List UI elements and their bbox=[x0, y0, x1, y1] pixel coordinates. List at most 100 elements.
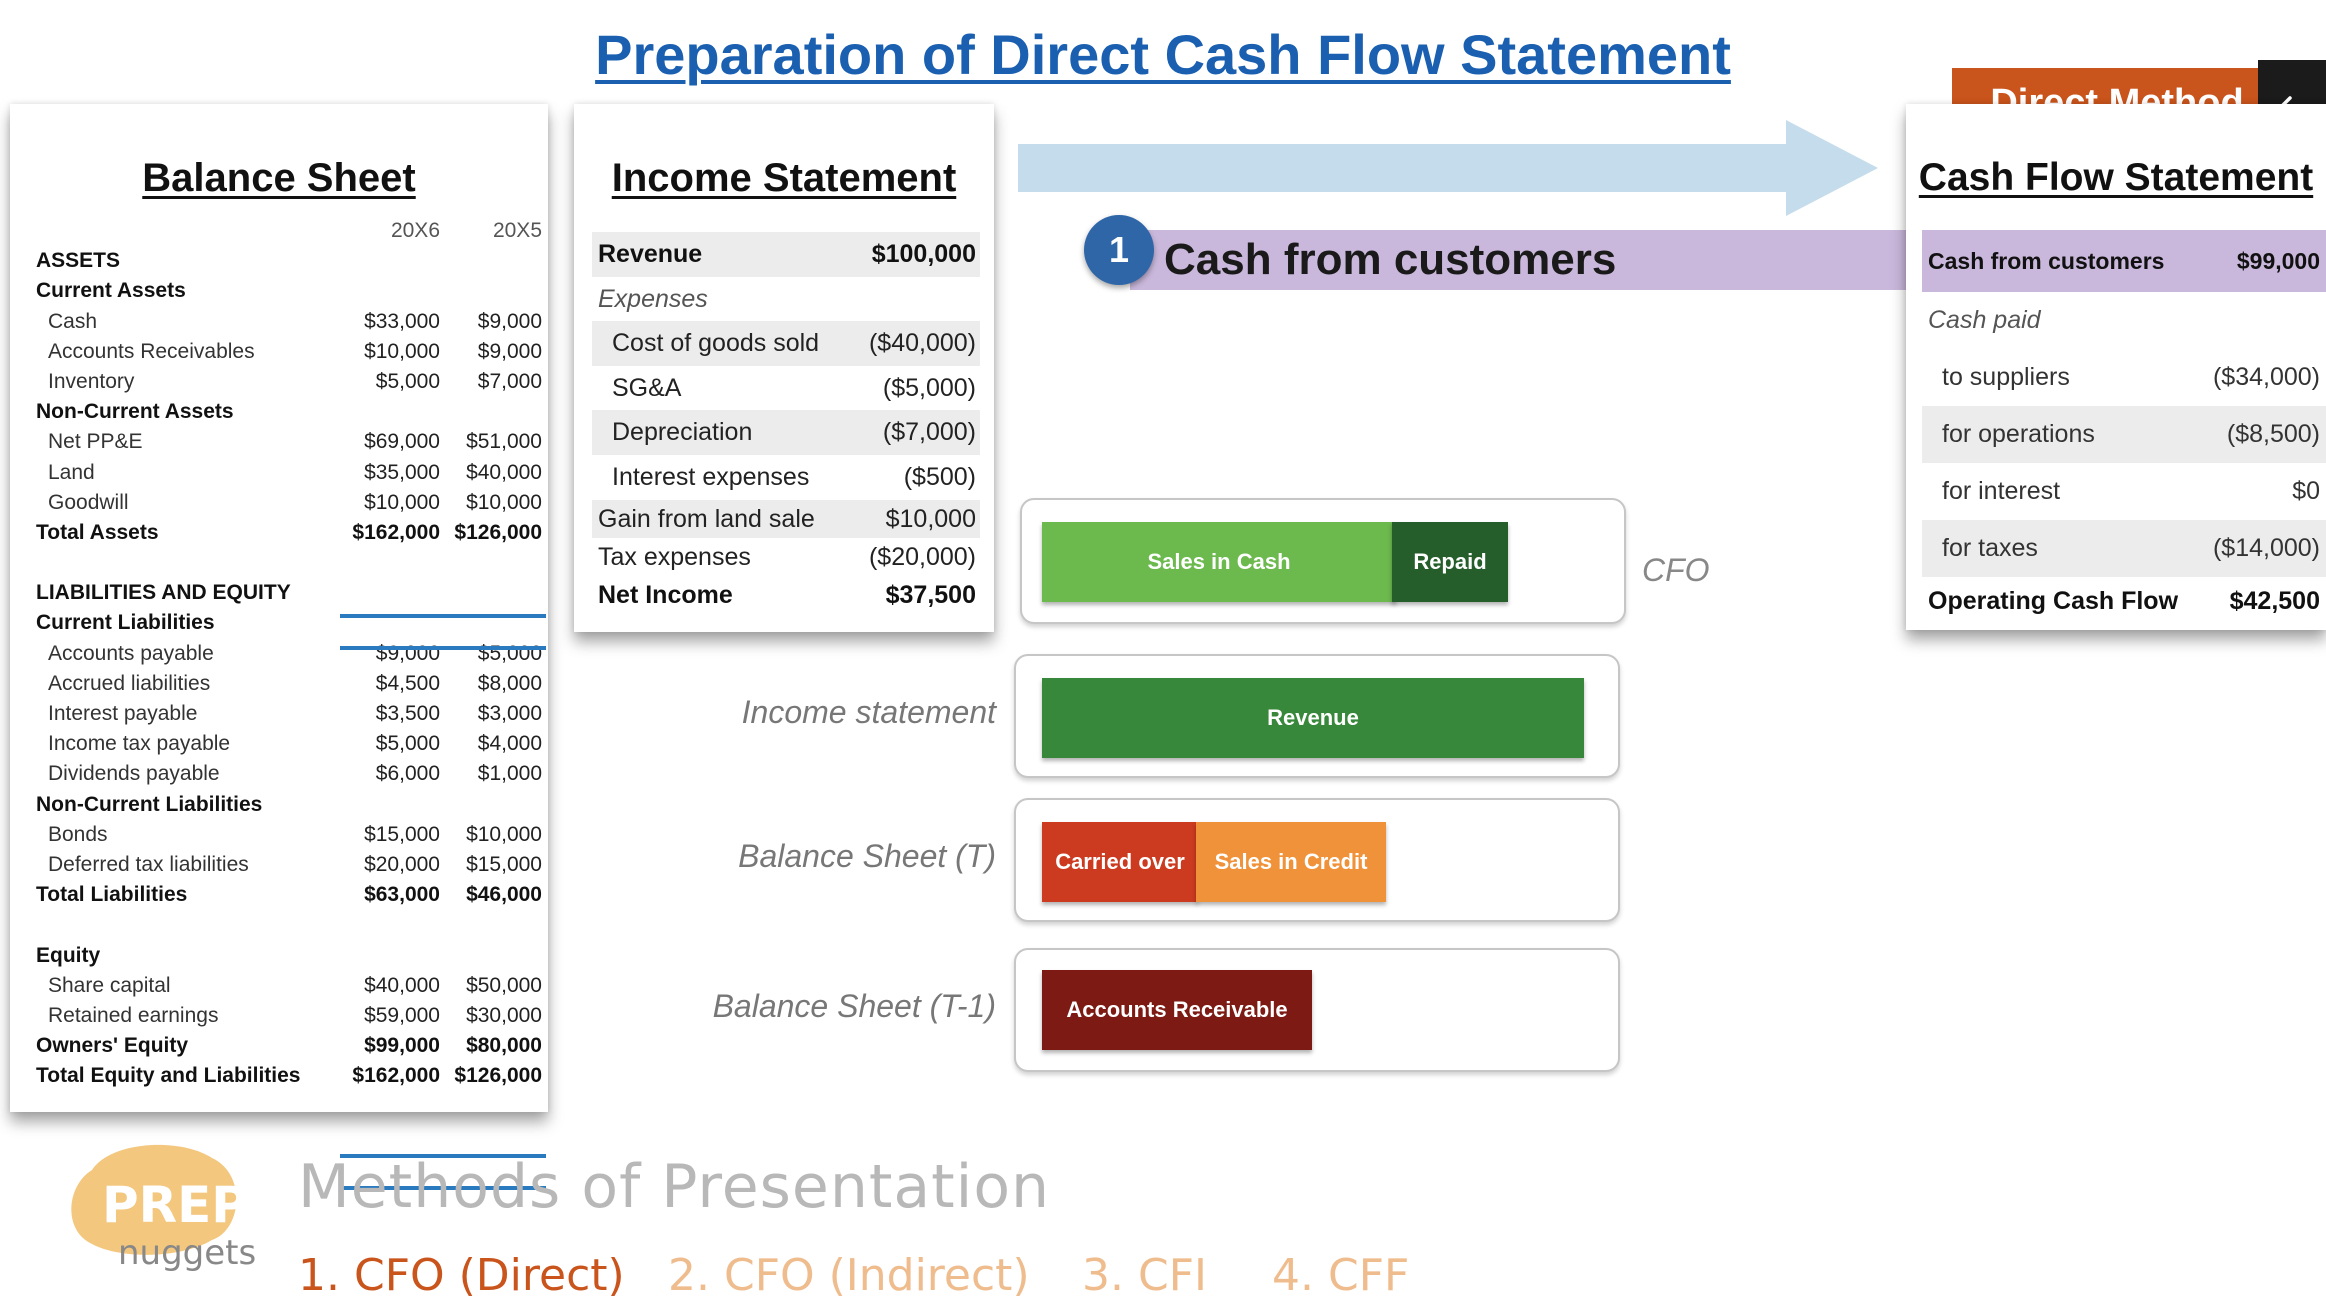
balance-sheet-value-20x6: $5,000 bbox=[375, 369, 440, 393]
total-assets-underline bbox=[340, 646, 546, 650]
balance-sheet-row: Accrued liabilities$4,500$8,000 bbox=[26, 669, 548, 699]
balance-sheet-row-label: Total Liabilities bbox=[36, 883, 188, 907]
balance-sheet-row: Deferred tax liabilities$20,000$15,000 bbox=[26, 850, 548, 880]
balance-sheet-row-label: Bonds bbox=[48, 822, 108, 846]
cash-flow-row-value: $0 bbox=[2292, 477, 2320, 505]
balance-sheet-row-label: Retained earnings bbox=[48, 1003, 219, 1027]
income-statement-row-label: Depreciation bbox=[612, 418, 753, 447]
income-statement-row-label: Net Income bbox=[598, 580, 733, 609]
balance-sheet-value-20x5: 20X5 bbox=[492, 219, 542, 242]
sales-in-credit-segment: Sales in Credit bbox=[1196, 822, 1386, 902]
balance-sheet-row-label: Non-Current Liabilities bbox=[36, 792, 263, 816]
logo-bottom-text: nuggets bbox=[118, 1233, 256, 1273]
balance-sheet-row: Current Assets bbox=[26, 276, 548, 306]
balance-sheet-row-label: Goodwill bbox=[48, 490, 129, 514]
cash-flow-row-label: for operations bbox=[1942, 420, 2095, 448]
balance-sheet-title: Balance Sheet bbox=[142, 156, 416, 200]
method-cfi[interactable]: 3. CFI bbox=[1082, 1250, 1207, 1301]
income-statement-row: Cost of goods sold($40,000) bbox=[592, 321, 980, 366]
method-cff[interactable]: 4. CFF bbox=[1272, 1250, 1410, 1301]
balance-sheet-row: Inventory$5,000$7,000 bbox=[26, 367, 548, 397]
balance-sheet-value-20x5: $10,000 bbox=[466, 822, 542, 846]
cash-flow-row: Cash paid bbox=[1922, 292, 2326, 349]
income-statement-row-label: Income statement bbox=[741, 694, 996, 730]
cash-flow-row: Cash from customers$99,000 bbox=[1922, 230, 2326, 292]
income-statement-row-value: $100,000 bbox=[871, 240, 976, 268]
balance-sheet-row-label: Current Liabilities bbox=[36, 611, 215, 635]
balance-sheet-row-label: Non-Current Assets bbox=[36, 400, 234, 424]
balance-sheet-value-20x6: $9,000 bbox=[375, 641, 440, 665]
method-cfo-indirect[interactable]: 2. CFO (Indirect) bbox=[668, 1250, 1030, 1301]
balance-sheet-row: Net PP&E$69,000$51,000 bbox=[26, 427, 548, 457]
balance-sheet-row-label: Interest payable bbox=[48, 702, 198, 725]
balance-sheet-value-20x5: $5,000 bbox=[477, 641, 542, 665]
cash-flow-row-value: $99,000 bbox=[2236, 248, 2320, 274]
income-statement-row-value: ($40,000) bbox=[868, 329, 976, 358]
balance-sheet-row-label: Dividends payable bbox=[48, 762, 220, 786]
balance-sheet-row-label: Land bbox=[48, 460, 95, 484]
balance-sheet-row: Current Liabilities bbox=[26, 608, 548, 638]
balance-sheet-row: Total Equity and Liabilities$162,000$126… bbox=[26, 1061, 548, 1091]
income-statement-row: Net Income$37,500 bbox=[592, 576, 980, 614]
balance-sheet-row-label: Current Assets bbox=[36, 279, 186, 303]
highlight-text: Cash from customers bbox=[1164, 235, 1617, 284]
balance-sheet-value-20x5: $8,000 bbox=[477, 671, 542, 695]
income-statement-row-label: Expenses bbox=[598, 284, 708, 313]
balance-sheet-value-20x5: $126,000 bbox=[454, 1064, 542, 1088]
income-statement-title: Income Statement bbox=[611, 156, 957, 200]
sales-in-cash-segment: Sales in Cash bbox=[1042, 522, 1396, 602]
balance-sheet-row-label: Income tax payable bbox=[48, 732, 231, 756]
income-statement-row-label: SG&A bbox=[612, 373, 682, 402]
balance-sheet-value-20x6: $63,000 bbox=[364, 883, 440, 907]
repaid-segment: Repaid bbox=[1392, 522, 1508, 602]
balance-sheet-row: Share capital$40,000$50,000 bbox=[26, 971, 548, 1001]
balance-sheet-row bbox=[26, 910, 548, 940]
highlight-band bbox=[1130, 230, 1926, 290]
cash-flow-row-value: $42,500 bbox=[2229, 587, 2320, 615]
balance-sheet-value-20x6: $40,000 bbox=[364, 973, 440, 997]
balance-sheet-row: Accounts payable $9,000 $5,000 bbox=[26, 639, 548, 669]
goodwill-underline bbox=[340, 614, 546, 618]
balance-sheet-row-label: Accounts payable bbox=[48, 641, 214, 665]
method-cfo-direct[interactable]: 1. CFO (Direct) bbox=[298, 1250, 625, 1301]
owners-equity-underline bbox=[340, 1154, 546, 1158]
balance-sheet-value-20x5: $51,000 bbox=[466, 430, 542, 454]
income-statement-row: Gain from land sale$10,000 bbox=[592, 499, 980, 538]
cfo-box: Sales in Cash Repaid bbox=[1020, 498, 1626, 624]
cash-flow-row: Operating Cash Flow $42,500 bbox=[1922, 577, 2326, 625]
cash-flow-row-label: to suppliers bbox=[1942, 363, 2070, 391]
balance-sheet-row-label: Equity bbox=[36, 943, 101, 967]
cash-flow-row-label: Operating Cash Flow bbox=[1928, 587, 2179, 615]
cash-flow-row: for taxes($14,000) bbox=[1922, 520, 2326, 577]
balance-sheet-value-20x5: $4,000 bbox=[477, 732, 542, 756]
balance-sheet-value-20x6: 20X6 bbox=[390, 219, 440, 242]
income-statement-row-value: $10,000 bbox=[885, 504, 976, 533]
cash-flow-statement-panel: Cash Flow Statement Cash from customers$… bbox=[1906, 104, 2326, 630]
balance-sheet-value-20x6: $33,000 bbox=[364, 309, 440, 333]
balance-sheet-row-label: Total Equity and Liabilities bbox=[36, 1064, 301, 1088]
balance-sheet-value-20x5: $50,000 bbox=[466, 973, 542, 997]
balance-sheet-t-row-label: Balance Sheet (T) bbox=[738, 838, 996, 874]
balance-sheet-row-label: Total Assets bbox=[36, 520, 159, 544]
balance-sheet-row: Interest payable $3,500 $3,000 bbox=[26, 699, 548, 729]
balance-sheet-value-20x5: $1,000 bbox=[477, 762, 542, 786]
balance-sheet-row-label: Accounts Receivables bbox=[48, 339, 255, 363]
balance-sheet-row: Cash$33,000$9,000 bbox=[26, 307, 548, 337]
balance-sheet-row: 20X6 20X5 bbox=[26, 216, 548, 246]
balance-sheet-value-20x6: $6,000 bbox=[375, 762, 440, 786]
balance-sheet-value-20x5: $3,000 bbox=[477, 702, 542, 725]
balance-sheet-value-20x6: $5,000 bbox=[375, 732, 440, 756]
balance-sheet-value-20x6: $3,500 bbox=[375, 702, 440, 725]
balance-sheet-row: Equity bbox=[26, 941, 548, 971]
balance-sheet-row bbox=[26, 548, 548, 578]
methods-title: Methods of Presentation bbox=[298, 1152, 1051, 1222]
income-statement-row-label: Interest expenses bbox=[612, 462, 810, 491]
balance-sheet-row: LIABILITIES AND EQUITY bbox=[26, 578, 548, 608]
balance-sheet-value-20x5: $40,000 bbox=[466, 460, 542, 484]
cash-flow-row: for operations($8,500) bbox=[1922, 406, 2326, 463]
